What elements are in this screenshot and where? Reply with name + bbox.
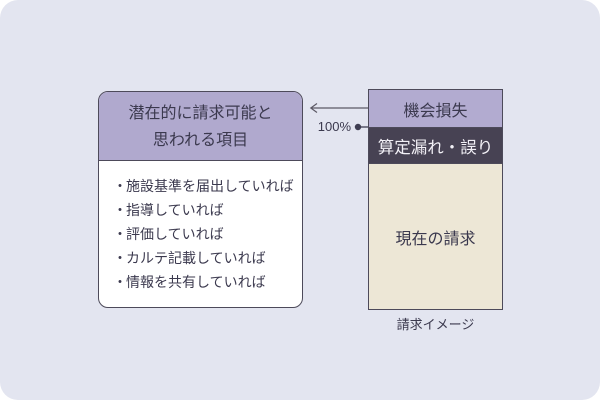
billing-stack: 機会損失 算定漏れ・誤り 現在の請求 [368, 89, 503, 310]
list-item-text: カルテ記載していれば [126, 250, 266, 266]
stack-segment-current-billing: 現在の請求 [369, 164, 502, 309]
bullet-dot: ・ [113, 202, 127, 218]
list-item-text: 施設基準を届出していれば [126, 178, 294, 194]
stack-segment-opportunity-loss: 機会損失 [369, 90, 502, 128]
percent-label: 100% [317, 119, 351, 134]
card-header: 潜在的に請求可能と 思われる項目 [99, 92, 302, 161]
bullet-dot: ・ [113, 274, 127, 290]
bullet-dot: ・ [113, 226, 127, 242]
list-item: ・施設基準を届出していれば [113, 174, 294, 198]
segment-label: 機会損失 [403, 102, 468, 120]
list-item: ・カルテ記載していれば [113, 246, 292, 270]
list-item: ・情報を共有していれば [113, 270, 292, 294]
percent-dot-icon [354, 123, 362, 131]
list-item-text: 指導していれば [126, 202, 224, 218]
stack-segment-omissions-errors: 算定漏れ・誤り [369, 128, 502, 164]
list-item-text: 情報を共有していれば [126, 274, 266, 290]
bullet-dot: ・ [113, 250, 127, 266]
list-item: ・指導していれば [113, 198, 292, 222]
left-arrow-annotation [309, 103, 368, 131]
card-title-line1: 潜在的に請求可能と [128, 105, 273, 122]
list-item-text: 評価していれば [126, 226, 224, 242]
list-item: ・評価していれば [113, 222, 292, 246]
bullet-dot: ・ [113, 178, 127, 194]
potential-items-card: 潜在的に請求可能と 思われる項目 ・施設基準を届出していれば ・指導していれば … [98, 91, 303, 308]
segment-label: 算定漏れ・誤り [377, 138, 494, 157]
stack-caption: 請求イメージ [396, 317, 475, 332]
segment-label: 現在の請求 [395, 230, 476, 248]
card-title-line2: 思われる項目 [152, 132, 249, 149]
arrow-head-icon [309, 103, 318, 113]
card-body: ・施設基準を届出していれば ・指導していれば ・評価していれば ・カルテ記載して… [99, 161, 302, 294]
